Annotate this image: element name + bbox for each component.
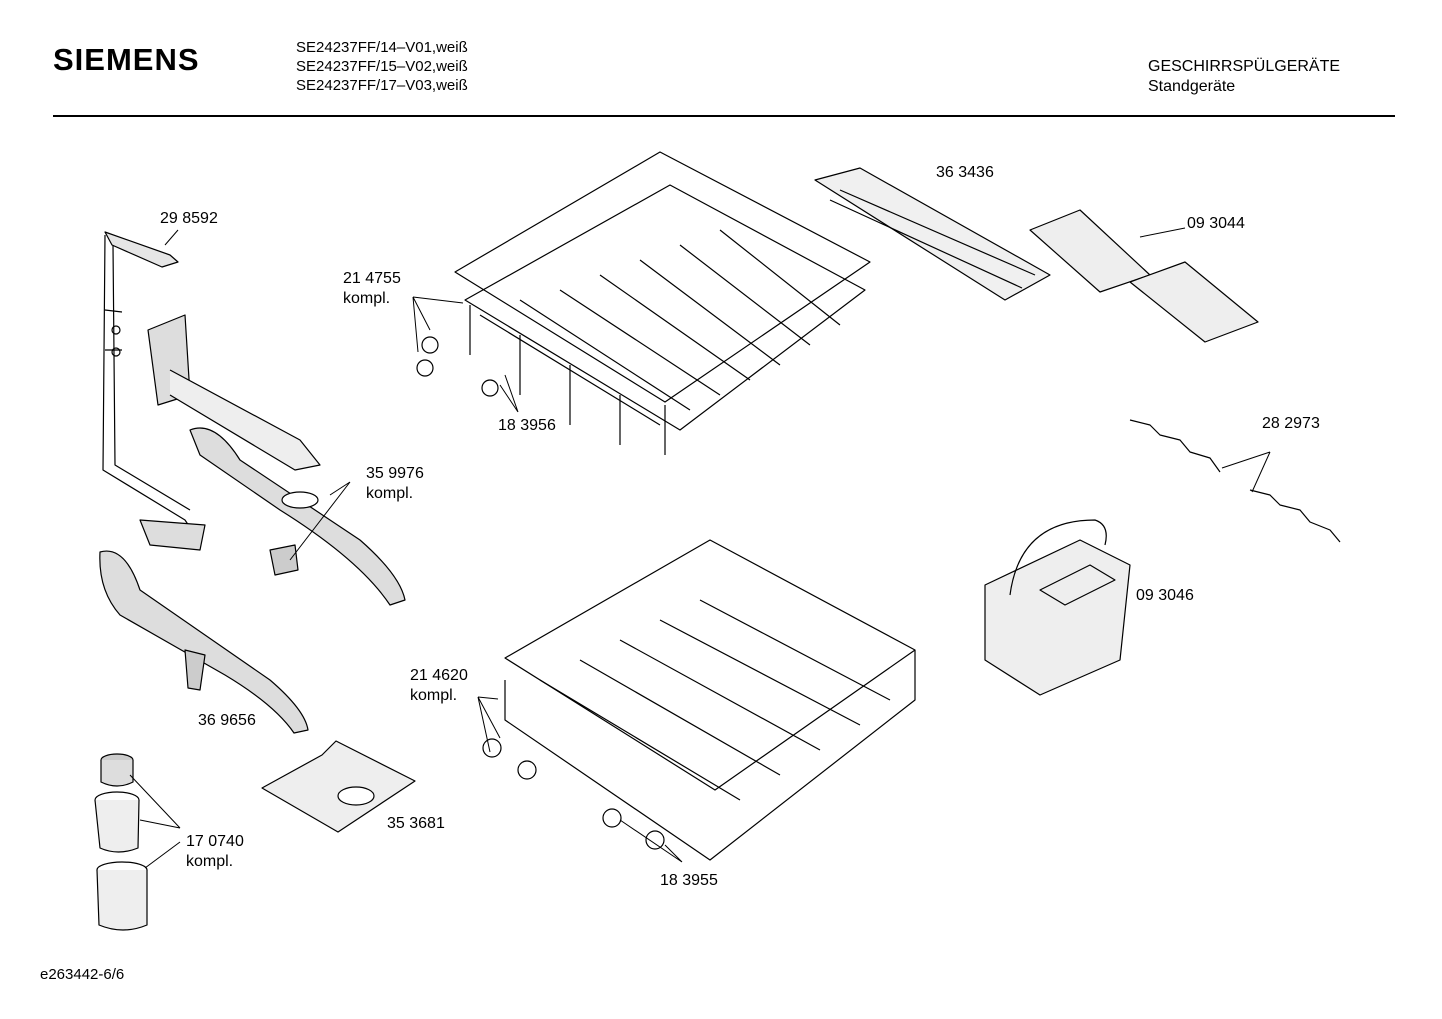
part-label-093046: 09 3046 — [1136, 586, 1194, 606]
part-number: 09 3044 — [1187, 215, 1245, 232]
part-number: 29 8592 — [160, 210, 218, 227]
category-title: GESCHIRRSPÜLGERÄTE — [1148, 58, 1341, 75]
model-line: SE24237FF/15–V02,weiß — [296, 58, 468, 75]
spike-row-illustration — [1129, 419, 1341, 543]
part-note: kompl. — [410, 687, 458, 704]
part-number: 35 3681 — [387, 815, 445, 832]
part-label-093044: 09 3044 — [1187, 214, 1245, 234]
part-number: 21 4620 — [410, 667, 468, 684]
part-label-183955: 18 3955 — [660, 871, 718, 891]
drawing-id: e263442-6/6 — [40, 966, 125, 983]
lower-spray-arm-illustration — [99, 550, 309, 734]
brand-logo: SIEMENS — [53, 42, 200, 77]
cup-rack-illustration — [1029, 209, 1259, 343]
part-label-353681: 35 3681 — [387, 814, 445, 834]
part-note: kompl. — [343, 290, 391, 307]
model-list: SE24237FF/14–V01,weiß SE24237FF/15–V02,w… — [296, 38, 468, 95]
cup-shelf-illustration — [814, 167, 1051, 301]
part-label-298592: 29 8592 — [160, 209, 218, 229]
header-divider — [53, 115, 1395, 117]
part-label-170740: 17 0740 kompl. — [186, 832, 244, 872]
part-label-369656: 36 9656 — [198, 711, 256, 731]
upper-basket-illustration — [416, 151, 871, 455]
feed-pipe-illustration — [102, 231, 206, 551]
part-note: kompl. — [366, 485, 414, 502]
lower-basket-illustration — [482, 539, 916, 861]
part-label-214755: 21 4755 kompl. — [343, 269, 401, 309]
part-label-363436: 36 3436 — [936, 163, 994, 183]
part-number: 36 3436 — [936, 164, 994, 181]
part-label-359976: 35 9976 kompl. — [366, 464, 424, 504]
model-line: SE24237FF/17–V03,weiß — [296, 77, 468, 94]
upper-spray-arm-illustration — [147, 314, 406, 606]
part-number: 36 9656 — [198, 712, 256, 729]
leader-lines — [129, 227, 1271, 869]
part-number: 18 3955 — [660, 872, 718, 889]
cutlery-basket-illustration — [984, 519, 1131, 696]
part-label-214620: 21 4620 kompl. — [410, 666, 468, 706]
category-subtitle: Standgeräte — [1148, 78, 1236, 95]
part-number: 28 2973 — [1262, 415, 1320, 432]
category-block: GESCHIRRSPÜLGERÄTE Standgeräte — [1148, 57, 1340, 97]
part-label-183956: 18 3956 — [498, 416, 556, 436]
model-line: SE24237FF/14–V01,weiß — [296, 39, 468, 56]
part-note: kompl. — [186, 853, 234, 870]
part-number: 21 4755 — [343, 270, 401, 287]
part-number: 17 0740 — [186, 833, 244, 850]
part-number: 35 9976 — [366, 465, 424, 482]
part-number: 09 3046 — [1136, 587, 1194, 604]
filter-plate-illustration — [261, 740, 416, 833]
part-number: 18 3956 — [498, 417, 556, 434]
filter-illustration — [94, 753, 148, 931]
part-label-282973: 28 2973 — [1262, 414, 1320, 434]
